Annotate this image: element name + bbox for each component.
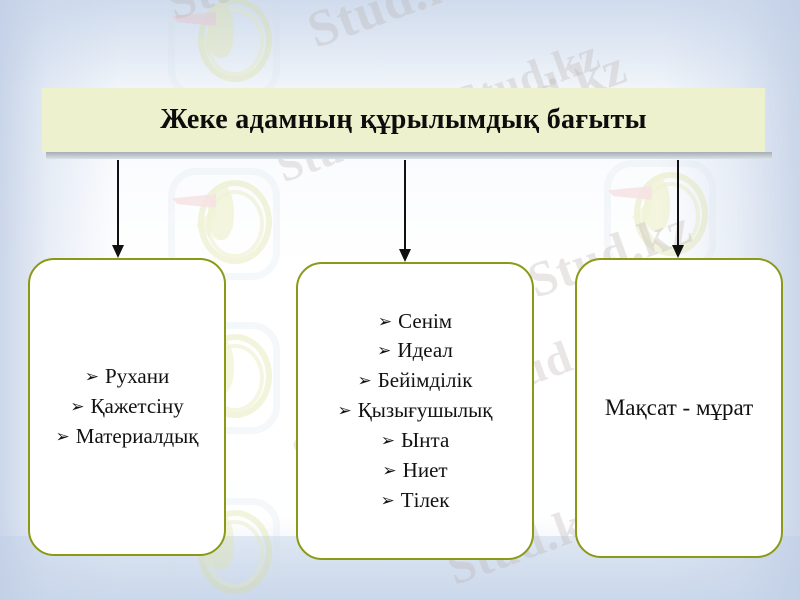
list-item-label: Қажетсіну (90, 394, 184, 419)
list-item: ➢Тілек (298, 486, 532, 516)
arrow-bullet-icon: ➢ (84, 367, 100, 388)
list-item: ➢Рухани (30, 362, 224, 392)
title-shadow-bar (46, 152, 772, 159)
arrow-bullet-icon: ➢ (357, 371, 372, 392)
list-item: ➢Материалдық (30, 422, 224, 452)
goal-label: Мақсат - мұрат (604, 395, 754, 420)
arrow-bullet-icon: ➢ (55, 426, 70, 447)
list-item: ➢Сенім (298, 307, 532, 337)
list-item-label: Тілек (400, 487, 450, 512)
list-item-label: Сенім (398, 308, 453, 333)
list-item-label: Қызығушылық (357, 398, 493, 423)
arrow-bullet-icon: ➢ (380, 430, 395, 451)
content-box-goal[interactable]: Мақсат - мұрат (575, 258, 783, 558)
list-item-label: Идеал (397, 338, 453, 363)
arrow-bullet-icon: ➢ (377, 341, 392, 362)
needs-list: ➢Рухани ➢Қажетсіну ➢Материалдық (30, 362, 224, 451)
content-box-orientation[interactable]: ➢Сенім ➢Идеал ➢Бейімділік ➢Қызығушылық ➢… (296, 262, 534, 560)
list-item-label: Материалдық (75, 423, 199, 448)
orientation-list: ➢Сенім ➢Идеал ➢Бейімділік ➢Қызығушылық ➢… (298, 307, 532, 516)
list-item: ➢Ынта (298, 426, 532, 456)
background-top-shade (0, 0, 800, 90)
list-item: ➢Идеал (298, 336, 532, 366)
list-item: ➢Бейімділік (298, 366, 532, 396)
arrow-bullet-icon: ➢ (70, 397, 85, 418)
list-item-label: Бейімділік (377, 368, 473, 393)
page-title: Жеке адамның құрылымдық бағыты (160, 104, 647, 135)
list-item-label: Ниет (402, 457, 448, 482)
arrow-bullet-icon: ➢ (380, 490, 395, 511)
list-item: ➢Қызығушылық (298, 396, 532, 426)
content-box-needs[interactable]: ➢Рухани ➢Қажетсіну ➢Материалдық (28, 258, 226, 556)
list-item-label: Ынта (400, 427, 450, 452)
arrow-bullet-icon: ➢ (337, 401, 352, 422)
list-item-label: Рухани (105, 364, 170, 389)
list-item: ➢Ниет (298, 456, 532, 486)
title-banner: Жеке адамның құрылымдық бағыты (42, 88, 765, 152)
arrow-bullet-icon: ➢ (377, 311, 393, 332)
arrow-bullet-icon: ➢ (382, 460, 397, 481)
list-item: ➢Қажетсіну (30, 392, 224, 422)
